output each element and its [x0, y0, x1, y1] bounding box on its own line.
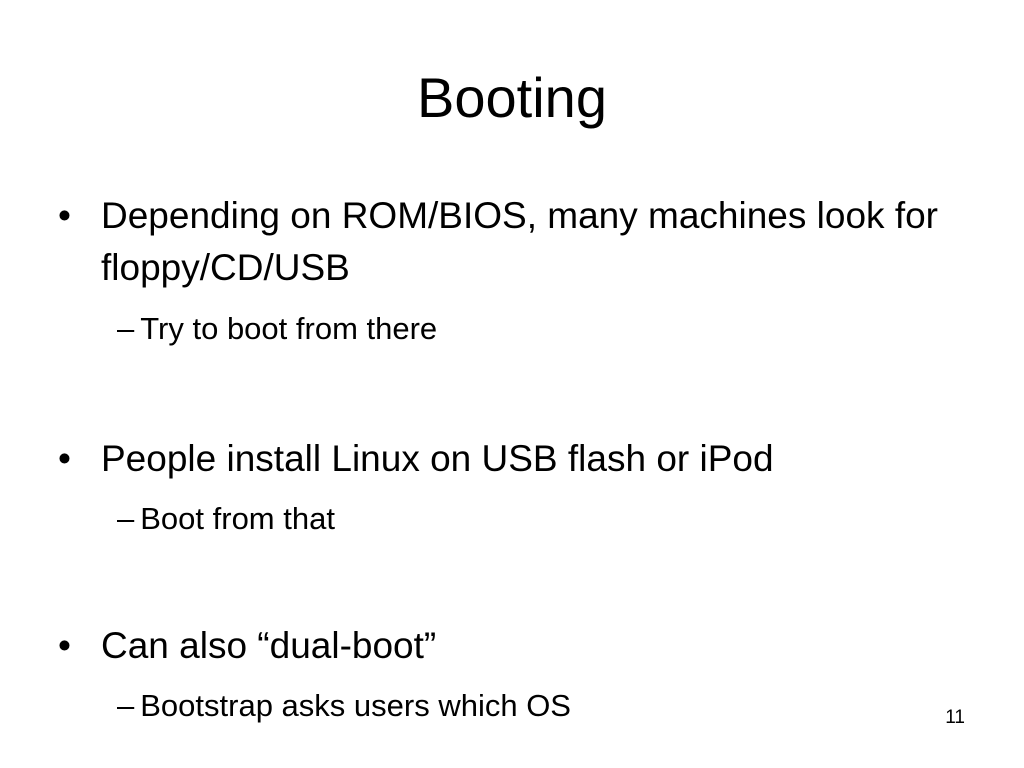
bullet-text: Can also “dual-boot”	[101, 625, 437, 666]
dash-icon: –	[117, 688, 135, 723]
bullet-icon: •	[58, 438, 71, 479]
sub-bullet-item: –Boot from that	[117, 499, 917, 539]
sub-bullet-item: –Try to boot from there	[117, 309, 917, 349]
slide-title: Booting	[417, 66, 607, 129]
page-number: 11	[945, 707, 965, 728]
dash-icon: –	[117, 501, 135, 536]
dash-icon: –	[117, 311, 135, 346]
sub-bullet-text: Try to boot from there	[140, 311, 438, 346]
sub-bullet-item: –Bootstrap asks users which OS	[117, 686, 917, 726]
sub-bullet-text: Boot from that	[140, 501, 335, 536]
bullet-icon: •	[58, 625, 71, 666]
bullet-text: Depending on ROM/BIOS, many machines loo…	[101, 195, 938, 288]
bullet-text: People install Linux on USB flash or iPo…	[101, 438, 774, 479]
bullet-icon: •	[58, 195, 71, 236]
sub-bullet-text: Bootstrap asks users which OS	[140, 688, 571, 723]
